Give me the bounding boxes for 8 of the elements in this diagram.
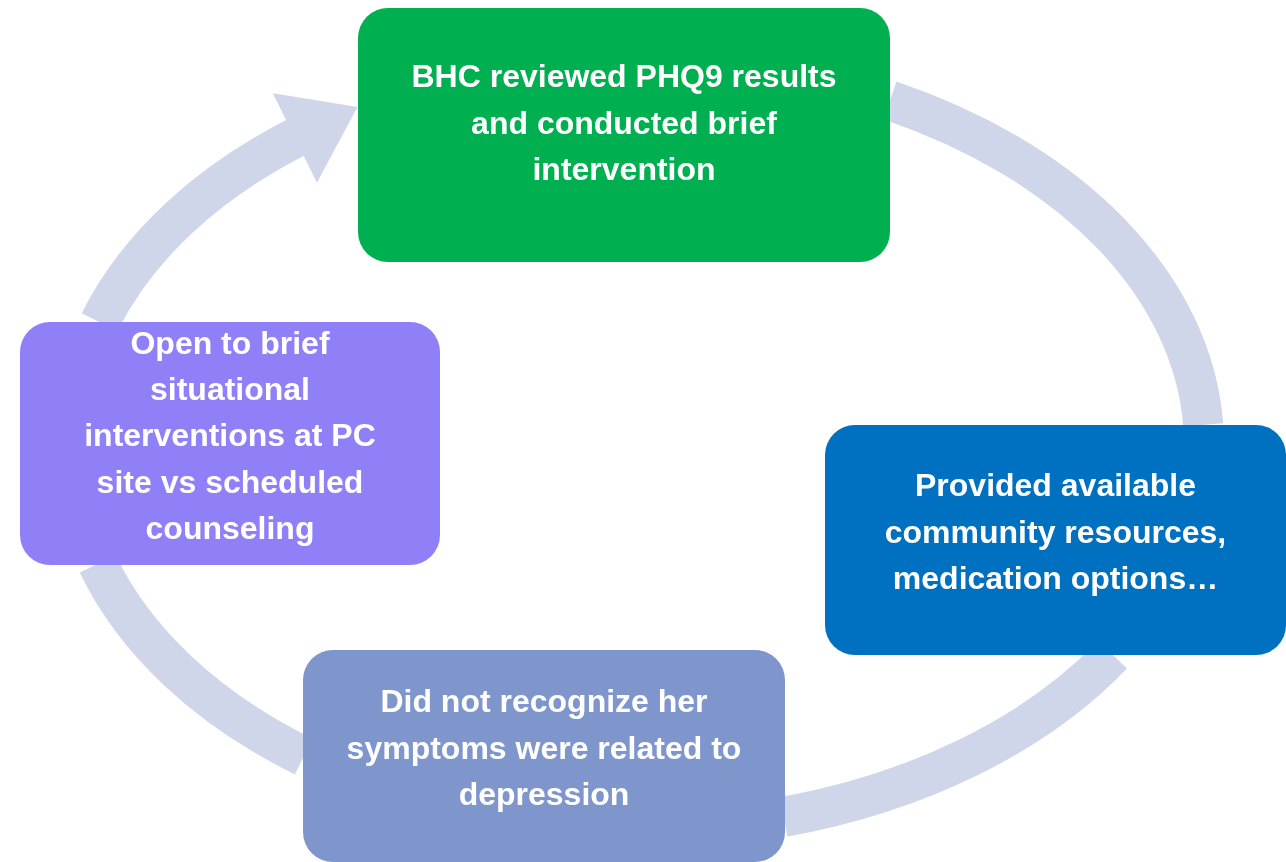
process-box (303, 650, 785, 862)
process-box (20, 322, 440, 565)
process-box (825, 425, 1286, 655)
box-text: BHC reviewed PHQ9 results and conducted brief intervention (410, 57, 838, 190)
box-text: Did not recognize her symptoms were related to depression (345, 682, 743, 815)
box-text: Provided available community resources, medication options… (883, 466, 1228, 599)
process-box (358, 8, 890, 262)
box-text: Open to brief situational interventions at PC site vs scheduled counseling (83, 323, 377, 549)
